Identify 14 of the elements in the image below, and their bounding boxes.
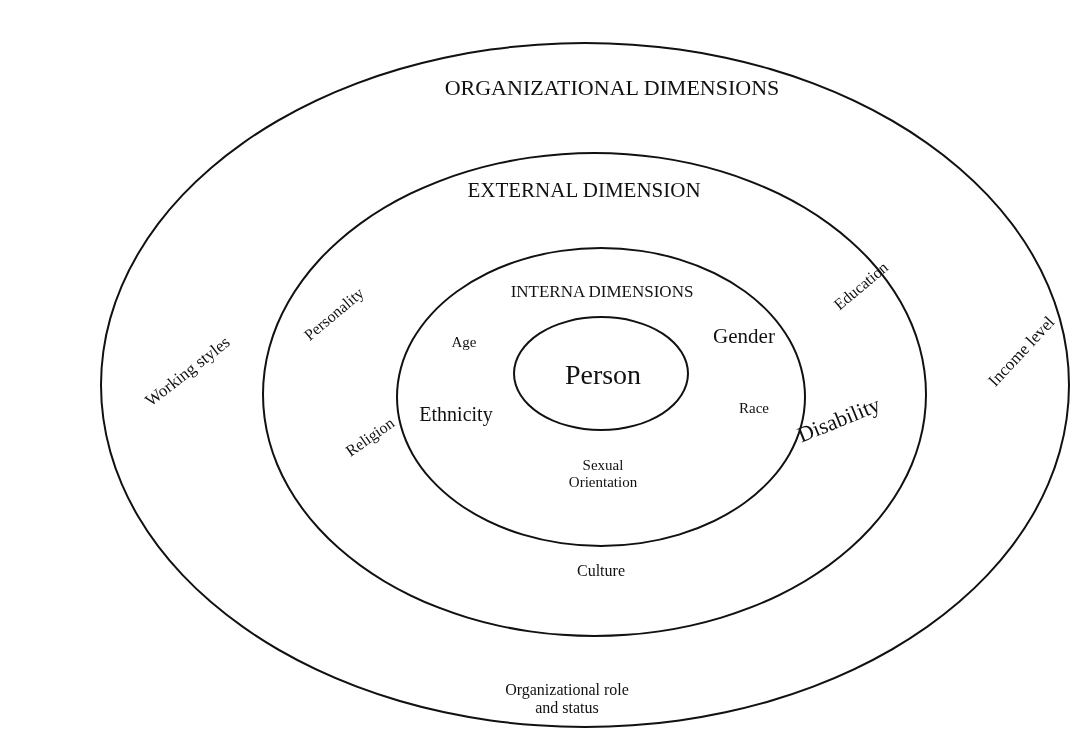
ring-title: INTERNA DIMENSIONS — [510, 282, 694, 302]
dimension-label: Culture — [577, 562, 625, 580]
center-circle — [513, 316, 689, 431]
dimension-label: Person — [564, 359, 642, 391]
dimension-label: Ethnicity — [419, 403, 493, 425]
dimension-label: Race — [739, 399, 769, 417]
ring-title: EXTERNAL DIMENSION — [467, 179, 701, 203]
dimension-label: Organizational role and status — [504, 681, 630, 717]
dimension-ring — [262, 152, 927, 637]
dimension-label: Age — [451, 333, 477, 351]
ring-title: ORGANIZATIONAL DIMENSIONS — [444, 75, 780, 101]
dimension-label: Gender — [713, 325, 775, 349]
dimension-ring — [100, 42, 1070, 728]
dimension-label: Sexual Orientation — [567, 456, 639, 490]
